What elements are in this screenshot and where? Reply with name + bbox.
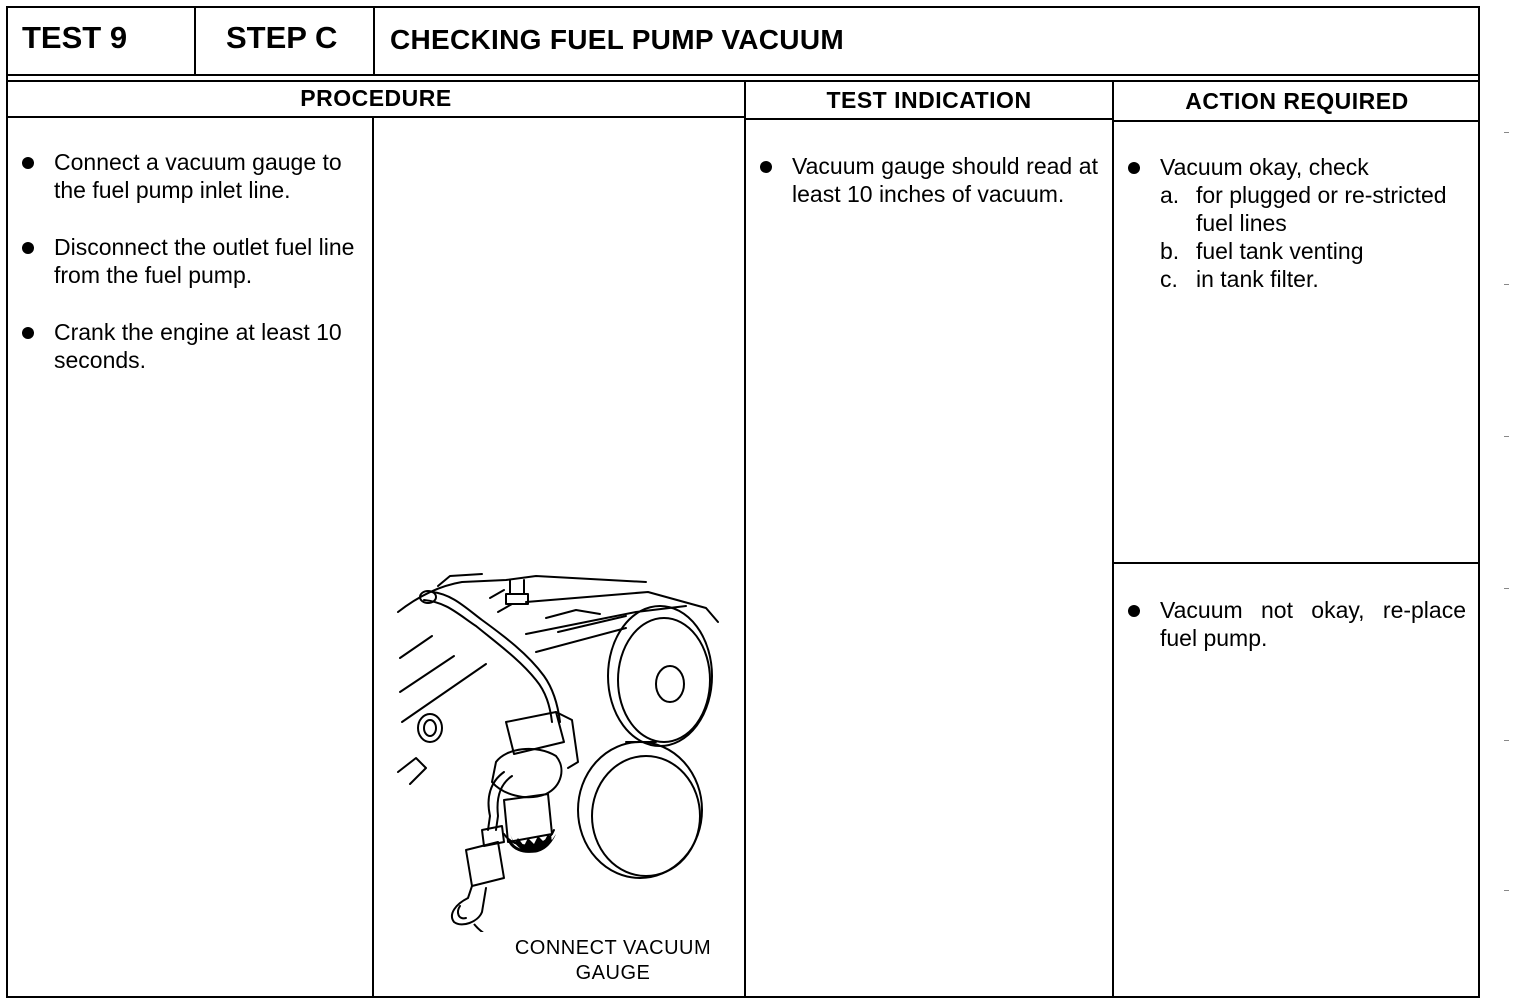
action-not-ok-list: Vacuum not okay, re-place fuel pump. [1126,596,1466,652]
action-check-item: a. for plugged or re-stricted fuel lines [1160,181,1466,237]
procedure-steps: Connect a vacuum gauge to the fuel pump … [20,148,365,403]
check-letter: c. [1160,266,1178,292]
action-check-item: b. fuel tank venting [1160,237,1466,265]
header-divider [6,74,1480,76]
action-check-item: c. in tank filter. [1160,265,1466,293]
action-ok-checks: a.for plugged or re-stricted fuel lines … [1160,181,1466,293]
action-required-heading: ACTION REQUIRED [1185,88,1409,114]
column-heading-top-rule [6,80,1480,82]
check-text: for plugged or re-stricted fuel lines [1196,182,1447,236]
page-title: CHECKING FUEL PUMP VACUUM [390,24,844,55]
action-ok-lead: Vacuum okay, check [1160,154,1369,180]
margin-tick [1504,890,1509,891]
test-step-divider [194,6,196,76]
fuel-pump-vacuum-gauge-illustration [397,573,719,932]
step-label: STEP C [226,20,338,55]
test-indication-heading: TEST INDICATION [826,87,1032,113]
procedure-heading-bottom-rule [6,116,746,118]
action-not-ok-text: Vacuum not okay, re-place fuel pump. [1160,597,1466,651]
action-row-divider [1112,562,1480,564]
procedure-indication-divider [744,80,746,998]
bullet-icon [760,161,772,173]
callout-line: GAUGE [575,962,651,984]
margin-tick [1504,132,1509,133]
procedure-step-text: Crank the engine at least 10 seconds. [54,319,342,373]
procedure-step: Connect a vacuum gauge to the fuel pump … [20,148,365,204]
bullet-icon [1128,605,1140,617]
action-ok-item: Vacuum okay, check a. for plugged or re-s… [1126,153,1466,293]
check-letter: b. [1160,238,1180,264]
margin-tick [1504,588,1509,589]
check-letter: a. [1160,182,1180,208]
bullet-icon [22,157,34,169]
check-text: fuel tank venting [1196,238,1364,264]
margin-tick [1504,740,1509,741]
margin-tick [1504,436,1509,437]
action-heading-bottom-rule [1112,120,1480,122]
action-ok-list: Vacuum okay, check a. for plugged or re-s… [1126,153,1466,293]
test-indication-list: Vacuum gauge should read at least 10 inc… [758,152,1098,208]
margin-tick [1504,284,1509,285]
procedure-step-text: Disconnect the outlet fuel line from the… [54,234,355,288]
indication-heading-bottom-rule [744,118,1114,120]
procedure-text-figure-divider [372,116,374,998]
check-text: in tank filter. [1196,266,1319,292]
bullet-icon [22,242,34,254]
indication-text: Vacuum gauge should read at least 10 inc… [792,153,1098,207]
bullet-icon [1128,162,1140,174]
figure-callout: CONNECT VACUUM GAUGE [500,936,726,986]
test-number: TEST 9 [22,20,128,55]
callout-line: CONNECT VACUUM [514,937,712,959]
bullet-icon [22,327,34,339]
step-title-divider [373,6,375,76]
test-table-frame [6,6,1480,998]
procedure-heading: PROCEDURE [300,85,452,111]
procedure-step-text: Connect a vacuum gauge to the fuel pump … [54,149,342,203]
indication-action-divider [1112,80,1114,998]
procedure-step: Crank the engine at least 10 seconds. [20,318,365,374]
procedure-step: Disconnect the outlet fuel line from the… [20,233,365,289]
action-not-ok-item: Vacuum not okay, re-place fuel pump. [1126,596,1466,652]
indication-item: Vacuum gauge should read at least 10 inc… [758,152,1098,208]
